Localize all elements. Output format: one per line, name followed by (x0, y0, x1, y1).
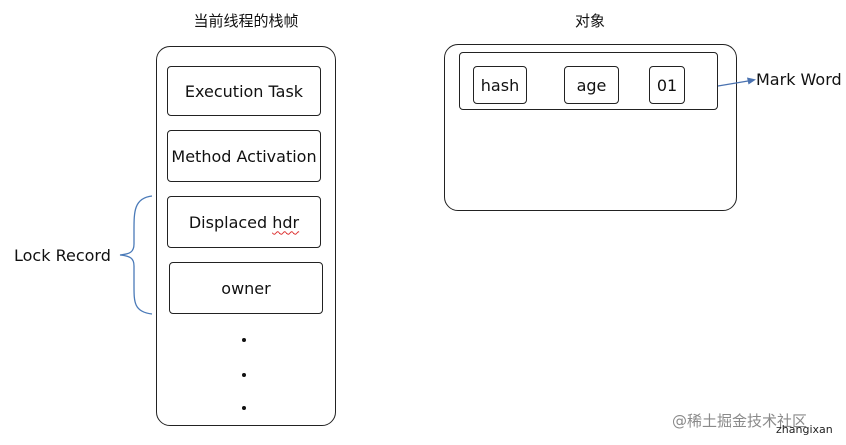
arrow-head (747, 77, 756, 85)
lock-flag-field: 01 (649, 66, 685, 104)
ellipsis-dot-1 (242, 338, 246, 342)
hash-field: hash (473, 66, 527, 104)
lock-flag-label: 01 (656, 75, 678, 95)
arrow-shaft (717, 80, 749, 87)
displaced-hdr-label: Displaced hdr (189, 213, 299, 232)
mark-word-label: Mark Word (756, 70, 842, 89)
brace-path (119, 195, 153, 315)
age-label: age (576, 75, 607, 95)
hash-label: hash (480, 75, 520, 95)
lock-record-brace (119, 195, 153, 315)
stack-frame-title: 当前线程的栈帧 (193, 12, 299, 30)
displaced-hdr-box: Displaced hdr (167, 196, 321, 248)
owner-label: owner (221, 278, 271, 298)
object-container (444, 44, 737, 211)
object-title: 对象 (574, 12, 605, 30)
displaced-prefix: Displaced (188, 212, 273, 232)
displaced-hdr-word: hdr (272, 212, 300, 232)
execution-task-box: Execution Task (167, 66, 321, 116)
execution-task-label: Execution Task (184, 81, 304, 101)
lock-record-label: Lock Record (14, 246, 111, 265)
method-activation-box: Method Activation (167, 130, 321, 182)
method-activation-label: Method Activation (171, 146, 317, 166)
owner-box: owner (169, 262, 323, 314)
ellipsis-dot-2 (242, 373, 246, 377)
mark-word-row (459, 52, 718, 110)
age-field: age (564, 66, 619, 104)
stack-frame-container (156, 46, 336, 426)
watermark-subtext: zhangixan (776, 423, 833, 436)
ellipsis-dot-3 (242, 406, 246, 410)
watermark-text: @稀土掘金技术社区 (672, 412, 808, 430)
mark-word-arrow (717, 77, 756, 87)
